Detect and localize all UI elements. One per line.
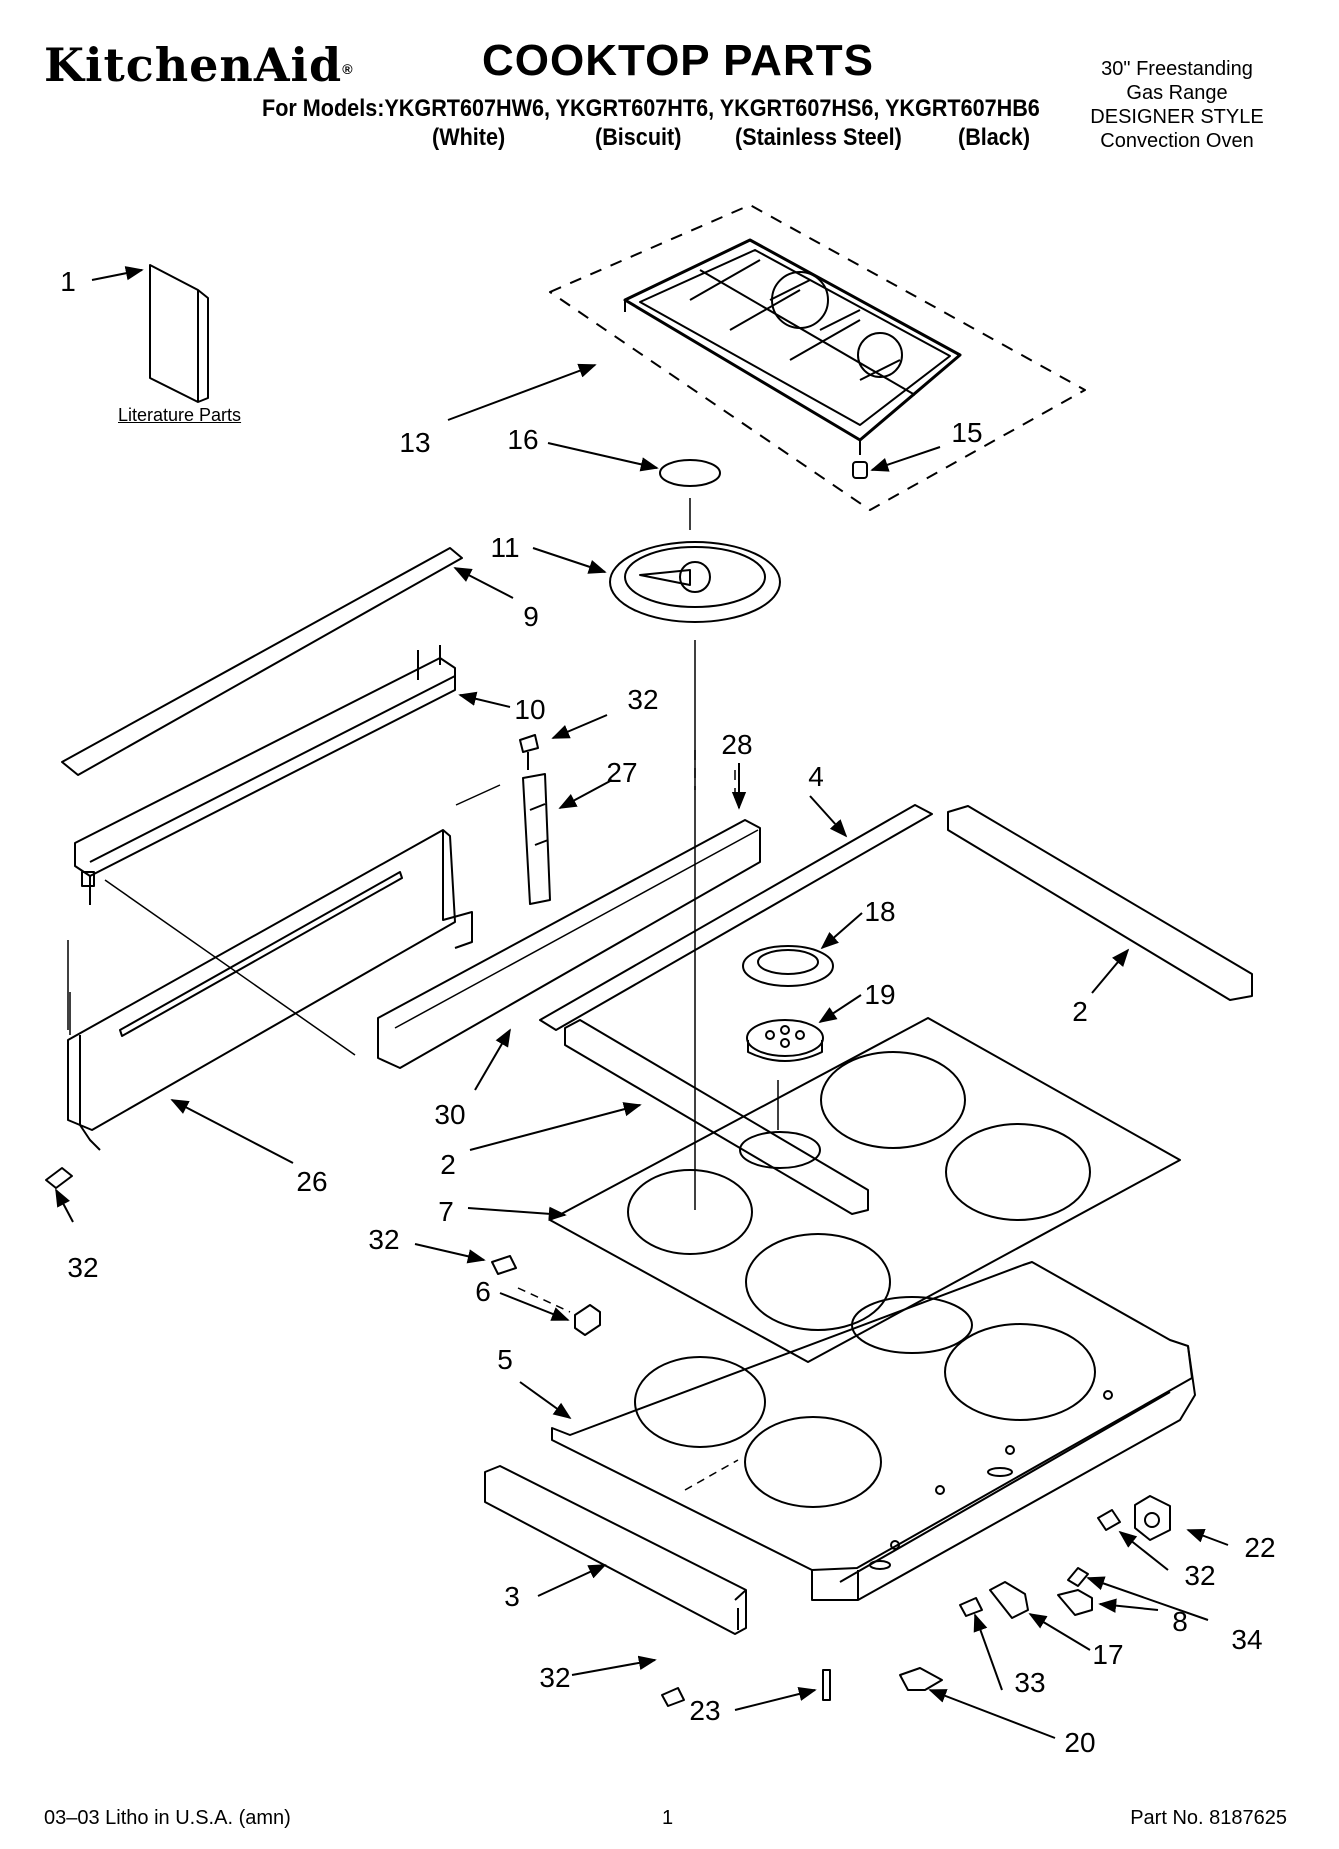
product-line-4: Convection Oven <box>1100 130 1254 152</box>
insulation-strip <box>377 819 761 1069</box>
callout-19: 19 <box>864 979 896 1010</box>
burner-box <box>551 1261 1196 1601</box>
callout-7: 7 <box>438 1196 454 1227</box>
model-list: For Models:YKGRT607HW6, YKGRT607HT6, YKG… <box>262 95 1040 122</box>
callout-20: 20 <box>1064 1727 1096 1758</box>
leveling-leg <box>822 1669 831 1701</box>
callout-34: 34 <box>1231 1624 1263 1655</box>
callout-2-right: 2 <box>1072 996 1088 1027</box>
burner-base <box>746 1019 824 1062</box>
callout-26: 26 <box>296 1166 328 1197</box>
backguard-trim <box>61 547 463 776</box>
page-number: 1 <box>662 1807 674 1829</box>
page-title: COOKTOP PARTS <box>482 36 874 85</box>
brand-logo: KitchenAid® <box>44 38 354 92</box>
callout-8: 8 <box>1172 1606 1188 1637</box>
callout-32-left: 32 <box>67 1252 99 1283</box>
drip-bowl <box>609 541 781 623</box>
callout-22: 22 <box>1244 1532 1276 1563</box>
cooktop-top <box>549 1017 1181 1363</box>
product-line-2: Gas Range <box>1126 82 1228 104</box>
callout-11: 11 <box>490 532 520 563</box>
thermostat <box>1134 1495 1171 1541</box>
callout-32-top: 32 <box>627 684 659 715</box>
mounting-bracket <box>1057 1589 1093 1616</box>
part-number: Part No. 8187625 <box>1130 1807 1287 1829</box>
side-trim-left <box>564 1019 869 1215</box>
callout-17: 17 <box>1092 1639 1124 1670</box>
callout-30: 30 <box>434 1099 466 1130</box>
burner-grate <box>549 204 1086 511</box>
burner-head <box>742 945 834 987</box>
product-line-1: 30" Freestanding <box>1101 58 1253 80</box>
registered-mark: ® <box>342 61 354 77</box>
product-line-3: DESIGNER STYLE <box>1090 106 1264 128</box>
brand-name: KitchenAid <box>44 38 343 92</box>
finish-biscuit: (Biscuit) <box>595 124 682 151</box>
callout-32-bottom: 32 <box>539 1662 571 1693</box>
literature-booklet <box>149 264 209 403</box>
callout-1: 1 <box>60 266 76 297</box>
callout-23: 23 <box>689 1695 721 1726</box>
callout-16: 16 <box>507 424 539 455</box>
callout-10: 10 <box>514 694 546 725</box>
side-trim-right <box>947 805 1253 1001</box>
retaining-clip <box>574 1304 601 1336</box>
literature-parts-label: Literature Parts <box>118 405 242 425</box>
callout-28: 28 <box>721 729 753 760</box>
callout-15: 15 <box>951 417 983 448</box>
support-bracket <box>522 773 551 905</box>
callout-9: 9 <box>523 601 539 632</box>
backguard <box>74 645 456 1056</box>
callout-18: 18 <box>864 896 896 927</box>
callout-6: 6 <box>475 1276 491 1307</box>
front-trim <box>484 1465 747 1635</box>
rear-trim <box>539 804 933 1031</box>
back-panel <box>67 829 473 1151</box>
callout-32-right: 32 <box>1184 1560 1216 1591</box>
callout-33: 33 <box>1014 1667 1046 1698</box>
finish-white: (White) <box>432 124 506 151</box>
litho-note: 03–03 Litho in U.S.A. (amn) <box>44 1807 291 1829</box>
igniter-switch <box>989 1581 1029 1619</box>
callout-13: 13 <box>399 427 431 458</box>
finish-stainless: (Stainless Steel) <box>735 124 902 151</box>
screw-set <box>45 734 1121 1707</box>
burner-cap <box>659 459 721 487</box>
callout-27: 27 <box>606 757 638 788</box>
callout-5: 5 <box>497 1344 513 1375</box>
callout-32-mid: 32 <box>368 1224 400 1255</box>
callout-3: 3 <box>504 1581 520 1612</box>
callout-2-left: 2 <box>440 1149 456 1180</box>
finish-black: (Black) <box>958 124 1031 151</box>
callout-4: 4 <box>808 761 824 792</box>
wire-clip <box>899 1667 943 1691</box>
